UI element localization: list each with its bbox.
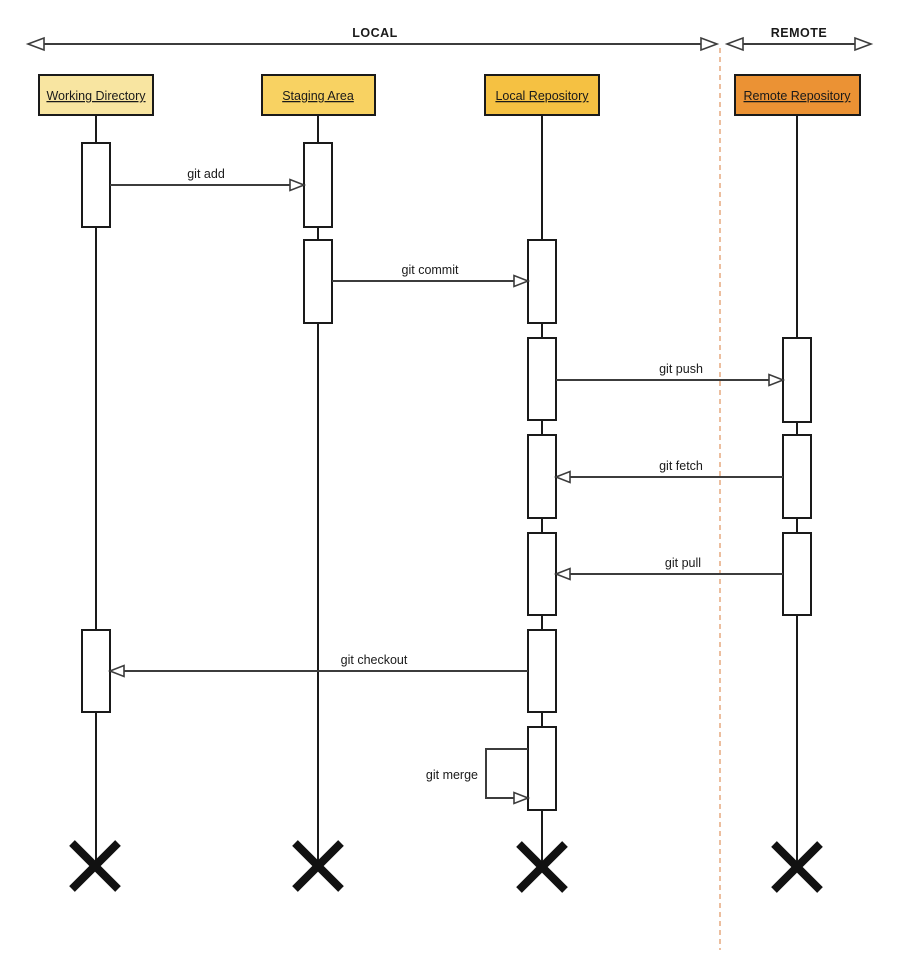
self-message-loop-line (485, 748, 528, 799)
local-region-label: LOCAL (352, 26, 398, 40)
activation-local-repository (527, 434, 557, 519)
destroy-marks (69, 840, 823, 893)
actor-box-local-repository (484, 74, 600, 116)
message-git-fetch: git fetch (553, 459, 783, 484)
arrowhead-left-icon (553, 470, 571, 484)
activation-local-repository (527, 532, 557, 616)
message-git-commit: git commit (332, 263, 531, 288)
arrowhead-right-icon (768, 373, 786, 387)
message-label: git checkout (341, 653, 408, 667)
activation-remote-repository (782, 434, 812, 519)
activation-working-directory (81, 629, 111, 713)
message-label: git merge (426, 768, 478, 782)
destroy-x-icon (292, 840, 344, 892)
arrowhead-left-icon (724, 36, 744, 52)
actor-local-repository: Local Repository (484, 74, 600, 116)
actor-label-working-directory: Working Directory (46, 89, 146, 103)
destroy-x-icon (69, 840, 121, 892)
arrowhead-right-icon (854, 36, 874, 52)
arrowhead-left-icon (107, 664, 125, 678)
actor-box-staging-area (261, 74, 376, 116)
message-git-merge-self: git merge (426, 748, 531, 805)
remote-region-label: REMOTE (771, 26, 827, 40)
actor-remote-repository: Remote Repository (734, 74, 861, 116)
arrowhead-left-icon (25, 36, 45, 52)
message-git-push: git push (556, 362, 786, 387)
message-git-pull: git pull (553, 556, 783, 581)
activation-remote-repository (782, 532, 812, 616)
lifelines (95, 115, 798, 867)
message-label: git pull (665, 556, 701, 570)
activation-local-repository (527, 726, 557, 811)
message-label: git push (659, 362, 703, 376)
actor-label-local-repository: Local Repository (495, 89, 589, 103)
header-region-spans: LOCAL REMOTE (25, 26, 874, 52)
actor-label-staging-area: Staging Area (282, 89, 354, 103)
message-label: git fetch (659, 459, 703, 473)
arrowhead-right-icon (289, 178, 307, 192)
activation-local-repository (527, 337, 557, 421)
actor-label-remote-repository: Remote Repository (744, 89, 852, 103)
arrowhead-right-icon (513, 791, 531, 805)
arrowhead-right-icon (513, 274, 531, 288)
destroy-x-icon (771, 841, 823, 893)
activation-local-repository (527, 629, 557, 713)
activation-bars (81, 142, 812, 811)
message-label: git commit (402, 263, 459, 277)
activation-staging-area (303, 239, 333, 324)
actor-working-directory: Working Directory (38, 74, 154, 116)
activation-remote-repository (782, 337, 812, 423)
actor-box-working-directory (38, 74, 154, 116)
message-git-checkout: git checkout (107, 653, 528, 678)
message-git-add: git add (110, 167, 307, 192)
arrowhead-left-icon (553, 567, 571, 581)
activation-staging-area (303, 142, 333, 228)
activation-local-repository (527, 239, 557, 324)
actor-staging-area: Staging Area (261, 74, 376, 116)
arrowhead-right-icon (700, 36, 720, 52)
actor-box-remote-repository (734, 74, 861, 116)
activation-working-directory (81, 142, 111, 228)
message-label: git add (187, 167, 225, 181)
destroy-x-icon (516, 841, 568, 893)
